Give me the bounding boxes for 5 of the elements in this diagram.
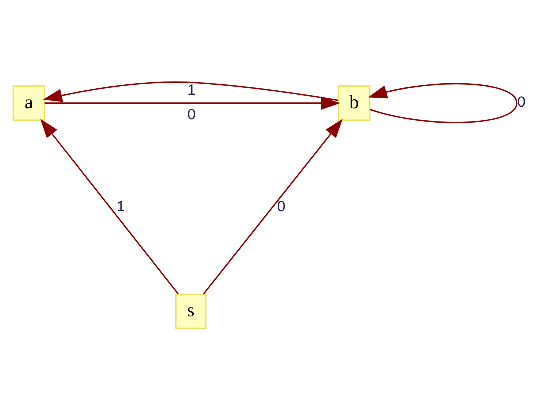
edge-label: 0 xyxy=(277,198,286,215)
edge-label: 1 xyxy=(188,81,196,98)
edge-label: 0 xyxy=(188,106,196,123)
edge-label: 0 xyxy=(518,94,526,111)
edge-label: 1 xyxy=(116,198,126,215)
